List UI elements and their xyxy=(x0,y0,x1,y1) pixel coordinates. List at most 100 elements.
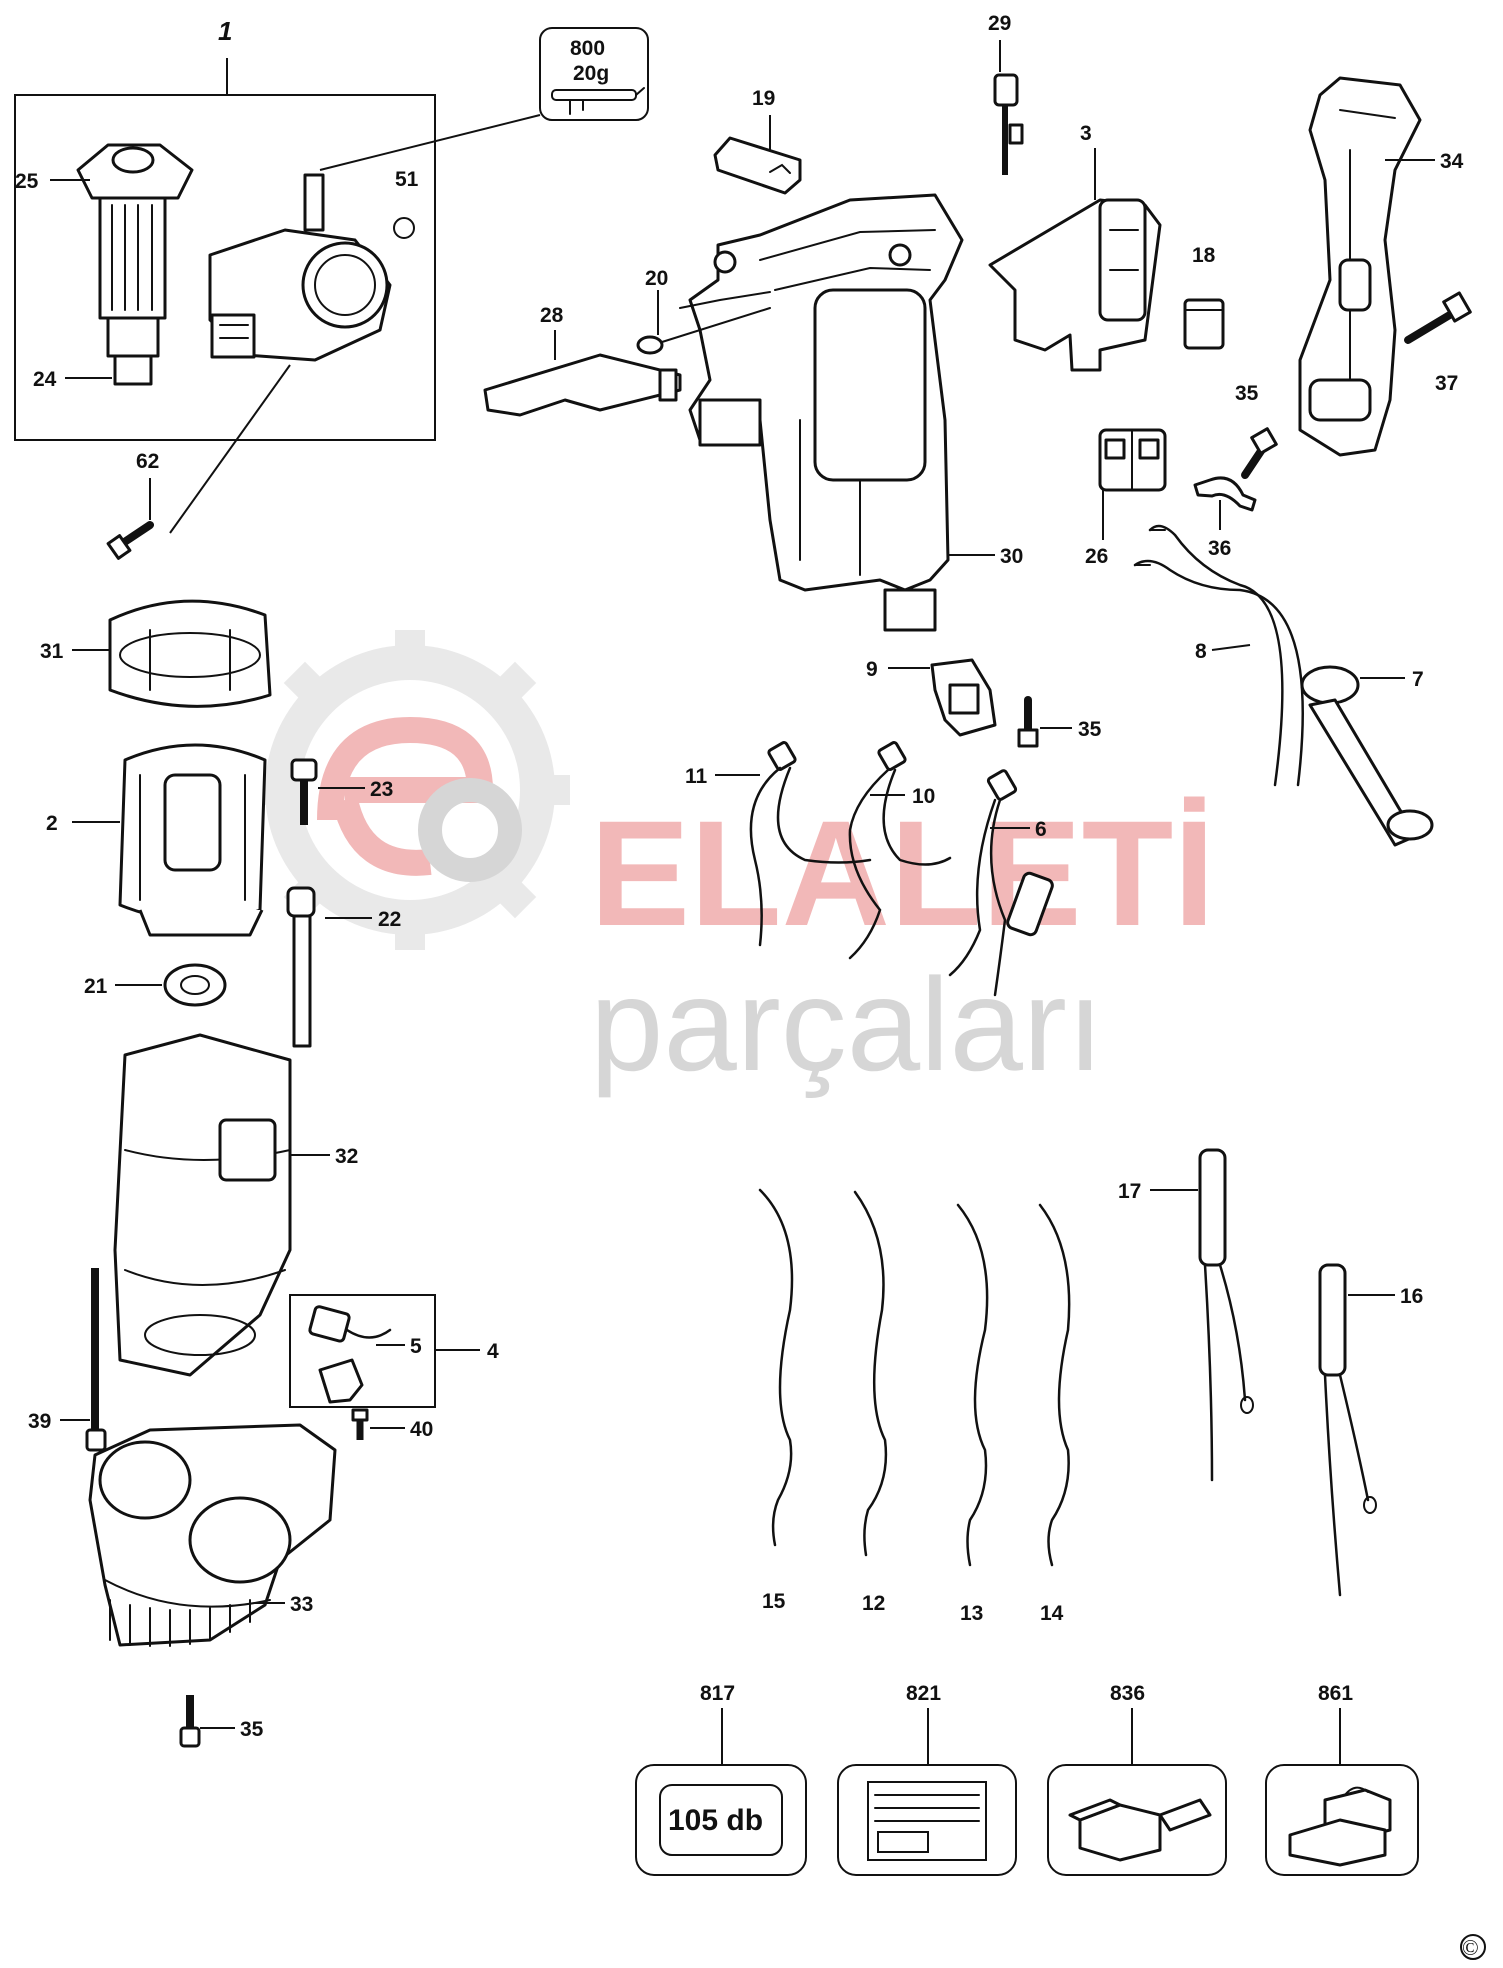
label-24: 24 xyxy=(33,368,57,391)
label-11: 11 xyxy=(685,765,708,788)
label-821: 821 xyxy=(906,1682,941,1705)
label-17: 17 xyxy=(1118,1180,1141,1203)
label-35a: 35 xyxy=(1235,382,1259,405)
card-861 xyxy=(1265,1764,1419,1876)
label-kit-1: 1 xyxy=(218,16,232,46)
label-2: 2 xyxy=(46,812,58,835)
part-31-baffle xyxy=(108,599,272,708)
part-16-sleeve xyxy=(1318,1263,1377,1597)
label-16: 16 xyxy=(1400,1285,1423,1308)
part-o-ring xyxy=(393,217,415,239)
label-grease-qty: 20g xyxy=(573,62,609,85)
part-17-sleeve xyxy=(1198,1148,1254,1482)
part-5-brush-kit xyxy=(308,1305,392,1404)
label-25: 25 xyxy=(15,170,39,193)
part-20-pin xyxy=(636,291,771,355)
part-40-screw xyxy=(351,1408,369,1440)
document-icon xyxy=(867,1781,987,1861)
part-19-cover xyxy=(713,136,802,195)
label-39: 39 xyxy=(28,1410,51,1433)
part-35a-screw xyxy=(1241,427,1278,479)
label-62: 62 xyxy=(136,450,159,473)
label-28: 28 xyxy=(540,304,564,327)
watermark-brand-bottom: parçaları xyxy=(590,951,1104,1098)
part-6-wire xyxy=(948,769,1054,997)
part-32-motor-housing xyxy=(113,1033,292,1377)
toolbox-open-icon xyxy=(1068,1798,1212,1862)
part-7-cord-guard xyxy=(1300,665,1434,847)
part-26-block xyxy=(1098,428,1167,492)
part-29-latch xyxy=(993,73,1024,175)
label-6: 6 xyxy=(1035,818,1047,841)
label-30: 30 xyxy=(1000,545,1023,568)
label-32: 32 xyxy=(335,1145,358,1168)
part-21-bearing xyxy=(163,963,227,1007)
part-28-plate xyxy=(483,353,682,417)
part-35c-screw xyxy=(179,1695,201,1748)
kit-1-box xyxy=(14,94,436,441)
card-836 xyxy=(1047,1764,1227,1876)
toolbox-closed-icon xyxy=(1288,1786,1392,1867)
label-40: 40 xyxy=(410,1418,433,1441)
label-grease-code: 800 xyxy=(570,37,605,60)
part-3-switch xyxy=(988,198,1162,372)
watermark-gear-logo xyxy=(250,630,570,950)
label-13: 13 xyxy=(960,1602,983,1625)
part-23-screw xyxy=(290,758,318,825)
part-18-brush xyxy=(1183,298,1225,350)
part-34-handle xyxy=(1298,76,1422,457)
label-3: 3 xyxy=(1080,122,1092,145)
grease-tag-800: 800 20g xyxy=(319,27,649,171)
part-35b-screw xyxy=(1017,696,1039,748)
part-armature xyxy=(76,143,194,386)
part-15-wire xyxy=(758,1188,794,1547)
part-9-holder xyxy=(930,658,997,737)
card-817 xyxy=(635,1764,807,1876)
label-22: 22 xyxy=(378,908,401,931)
label-15: 15 xyxy=(762,1590,786,1613)
label-9: 9 xyxy=(866,658,878,681)
label-4: 4 xyxy=(487,1340,499,1363)
label-10: 10 xyxy=(912,785,935,808)
part-screw-62 xyxy=(106,521,154,560)
label-23: 23 xyxy=(370,778,393,801)
label-817: 817 xyxy=(700,1682,735,1705)
copyright-mark: © xyxy=(1462,1935,1479,1960)
label-37: 37 xyxy=(1435,372,1458,395)
label-14: 14 xyxy=(1040,1602,1064,1625)
label-861: 861 xyxy=(1318,1682,1353,1705)
part-33-gear-case xyxy=(88,1423,337,1647)
part-36-clamp xyxy=(1193,476,1257,512)
label-8: 8 xyxy=(1195,640,1207,663)
label-35c: 35 xyxy=(240,1718,264,1741)
part-14-wire xyxy=(1038,1203,1071,1567)
part-37-screw xyxy=(1404,291,1472,344)
label-836: 836 xyxy=(1110,1682,1145,1705)
watermark-brand-top: ELALETİ xyxy=(590,789,1215,957)
label-18: 18 xyxy=(1192,244,1216,267)
part-22-tube xyxy=(286,886,316,1048)
noise-level-text: 105 db xyxy=(668,1804,763,1837)
label-29: 29 xyxy=(988,12,1011,35)
watermark: ELALETİ parçaları xyxy=(250,630,1215,1098)
label-5: 5 xyxy=(410,1335,422,1358)
grease-gun-icon xyxy=(551,87,645,115)
part-gear-housing xyxy=(208,173,392,362)
label-19: 19 xyxy=(752,87,775,110)
part-12-wire xyxy=(853,1190,888,1557)
label-7: 7 xyxy=(1412,668,1424,691)
label-12: 12 xyxy=(862,1592,885,1615)
label-31: 31 xyxy=(40,640,64,663)
label-36: 36 xyxy=(1208,537,1231,560)
part-13-wire xyxy=(956,1203,989,1567)
part-main-housing xyxy=(688,193,964,632)
part-39-bolt xyxy=(85,1268,107,1452)
part-2-stator xyxy=(118,743,267,937)
label-51: 51 xyxy=(395,168,419,191)
label-35b: 35 xyxy=(1078,718,1102,741)
label-33: 33 xyxy=(290,1593,313,1616)
card-821 xyxy=(837,1764,1017,1876)
part-11-wire xyxy=(749,741,872,947)
part-10-wire xyxy=(848,741,952,960)
